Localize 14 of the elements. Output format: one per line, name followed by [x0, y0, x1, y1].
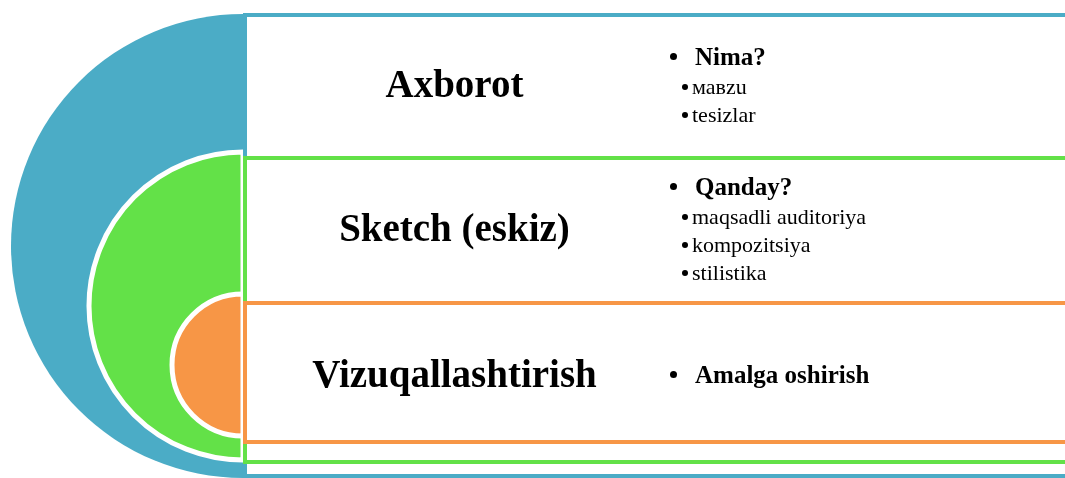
question-heading: Qanday? [695, 171, 793, 202]
question-heading: Nima? [695, 41, 766, 72]
list-item: tesizlar [692, 100, 756, 129]
question-heading: Amalga oshirish [695, 359, 870, 390]
list-item: maqsadli auditoriya [692, 202, 867, 231]
layer-title: Axborot [385, 61, 524, 108]
layer-box [243, 13, 1065, 478]
layer-box [243, 156, 1065, 464]
list-item: stilistika [692, 258, 767, 287]
layer-box [243, 301, 1065, 444]
list-item: мавzu [692, 72, 747, 101]
layer-title: Sketch (eskiz) [339, 205, 570, 252]
list-item: kompozitsiya [692, 230, 811, 259]
layer-title: Vizuqallashtirish [312, 351, 597, 398]
